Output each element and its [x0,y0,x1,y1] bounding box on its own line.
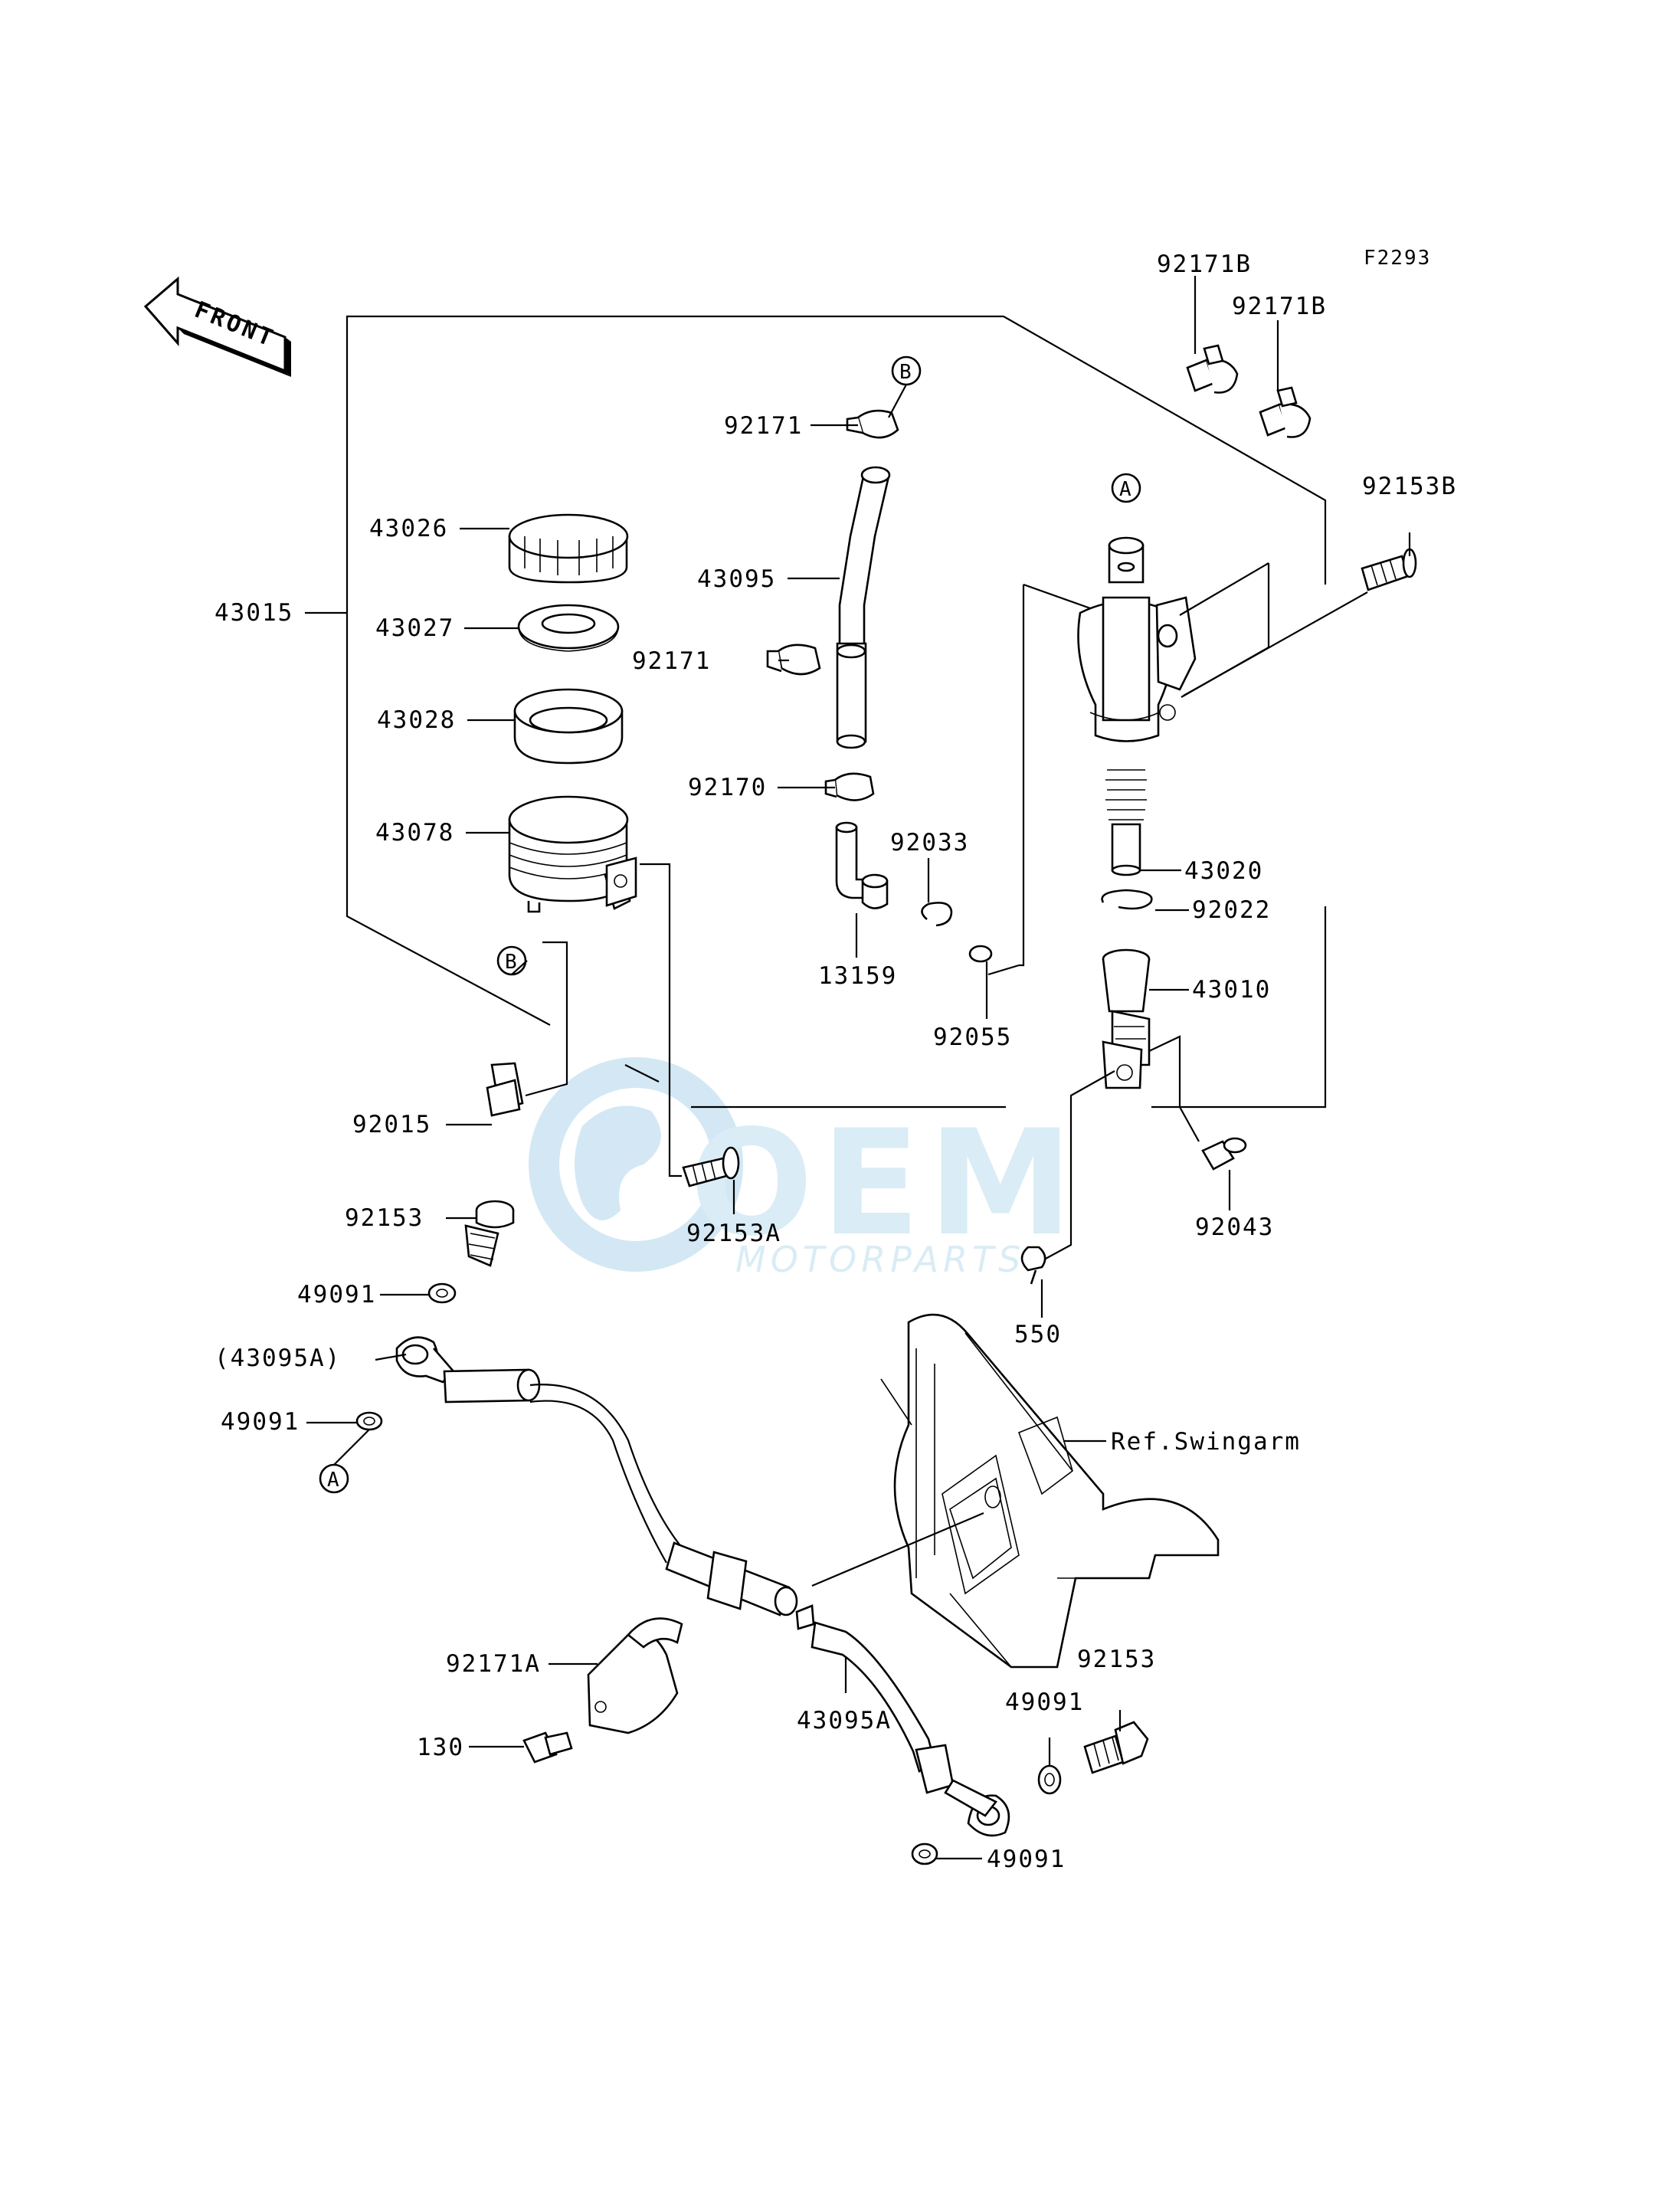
diagram-code: F2293 [1364,247,1431,270]
callout-a-lower: A [319,1463,349,1494]
banjo-bolt-upper [464,1200,515,1267]
reservoir-mount-line [640,863,682,1177]
washer-upper-1 [427,1282,457,1304]
part-92171A: 92171A [446,1650,541,1678]
reservoir-hose [836,466,891,749]
circlip-92022 [1101,889,1153,910]
hose-clamp-92170 [824,772,875,801]
front-arrow-icon: FRONT [143,276,291,377]
clamp-92171B-1 [1186,344,1239,394]
part-92015: 92015 [352,1111,431,1138]
hose-fitting [835,821,889,909]
master-cylinder-body [987,536,1270,976]
part-43078: 43078 [375,819,454,847]
part-550: 550 [1014,1321,1062,1348]
pin-leader-line [1035,1070,1115,1265]
reservoir [508,795,637,913]
bolt-92153B [1183,548,1417,696]
washer-upper-2 [355,1411,383,1431]
part-43028: 43028 [377,706,456,734]
leader-lines [305,276,1411,1860]
part-13159: 13159 [818,962,897,990]
push-rod [1102,948,1151,1089]
brake-hose [443,1368,955,1794]
part-92153A: 92153A [686,1220,781,1247]
bracket-leader-line [525,941,568,1097]
hose-clamp-top [846,409,899,439]
part-49091-d: 49091 [987,1846,1066,1873]
watermark-brand: OEM [689,1099,1080,1268]
callout-a-top: A [1111,473,1141,503]
bracket-nut [486,1062,524,1117]
bolt-130 [522,1731,573,1764]
washer-upper-1-hole [436,1289,448,1298]
cotter-pin [1020,1246,1046,1285]
reservoir-cap [508,513,629,584]
part-92171-top: 92171 [724,412,803,440]
ref-swingarm: Ref.Swingarm [1111,1428,1301,1456]
assembly-outline [345,315,1327,1109]
part-43010: 43010 [1192,976,1271,1004]
svg-text:B: B [899,361,912,384]
spring [1105,769,1147,876]
swingarm-reference [811,1313,1220,1669]
part-49091-c: 49091 [1005,1688,1084,1716]
part-92153-a: 92153 [345,1204,424,1232]
part-43095A: 43095A [797,1707,892,1734]
diaphragm [517,604,620,652]
part-92153-b: 92153 [1077,1646,1156,1673]
o-ring-92055 [968,945,993,963]
part-43015: 43015 [215,599,293,627]
watermark: OEM MOTORPARTS [529,1057,1080,1280]
part-92171-mid: 92171 [632,647,711,675]
part-92170: 92170 [688,774,767,801]
part-labels: 92171B 92171B 92153B 92171 43026 43095 4… [215,251,1457,1873]
part-92033: 92033 [890,829,969,856]
part-130: 130 [417,1734,464,1761]
watermark-sub: MOTORPARTS [735,1239,1025,1280]
diaphragm-plate [513,688,624,765]
part-43027: 43027 [375,614,454,642]
part-92171B-1: 92171B [1157,251,1252,278]
part-43095A-paren: (43095A) [215,1345,341,1372]
clamp-92171B-2 [1259,386,1312,438]
svg-text:A: A [327,1469,339,1492]
part-92171B-2: 92171B [1232,293,1327,320]
hose-guide [587,1617,683,1734]
part-43095: 43095 [697,565,776,593]
washer-lower-2 [911,1842,938,1865]
clevis-pin [1148,1035,1247,1171]
part-49091-b: 49091 [221,1408,300,1436]
callout-b-top: B [891,355,922,386]
part-92055: 92055 [933,1024,1012,1051]
part-92022: 92022 [1192,896,1271,924]
circlip-92033 [921,902,953,927]
banjo-bolt-lower [1083,1721,1149,1774]
part-43020: 43020 [1184,857,1263,885]
part-92153B: 92153B [1362,473,1457,500]
svg-text:A: A [1119,478,1131,501]
part-92043: 92043 [1195,1213,1274,1241]
callout-b-lower: B [496,945,527,976]
part-43026: 43026 [369,515,448,542]
svg-text:B: B [505,951,517,974]
hose-clamp-mid [766,644,821,676]
bolt-92153A [682,1146,740,1187]
banjo-fitting-lower [944,1779,1010,1837]
washer-lower-1 [1037,1764,1062,1795]
part-49091-a: 49091 [297,1281,376,1308]
